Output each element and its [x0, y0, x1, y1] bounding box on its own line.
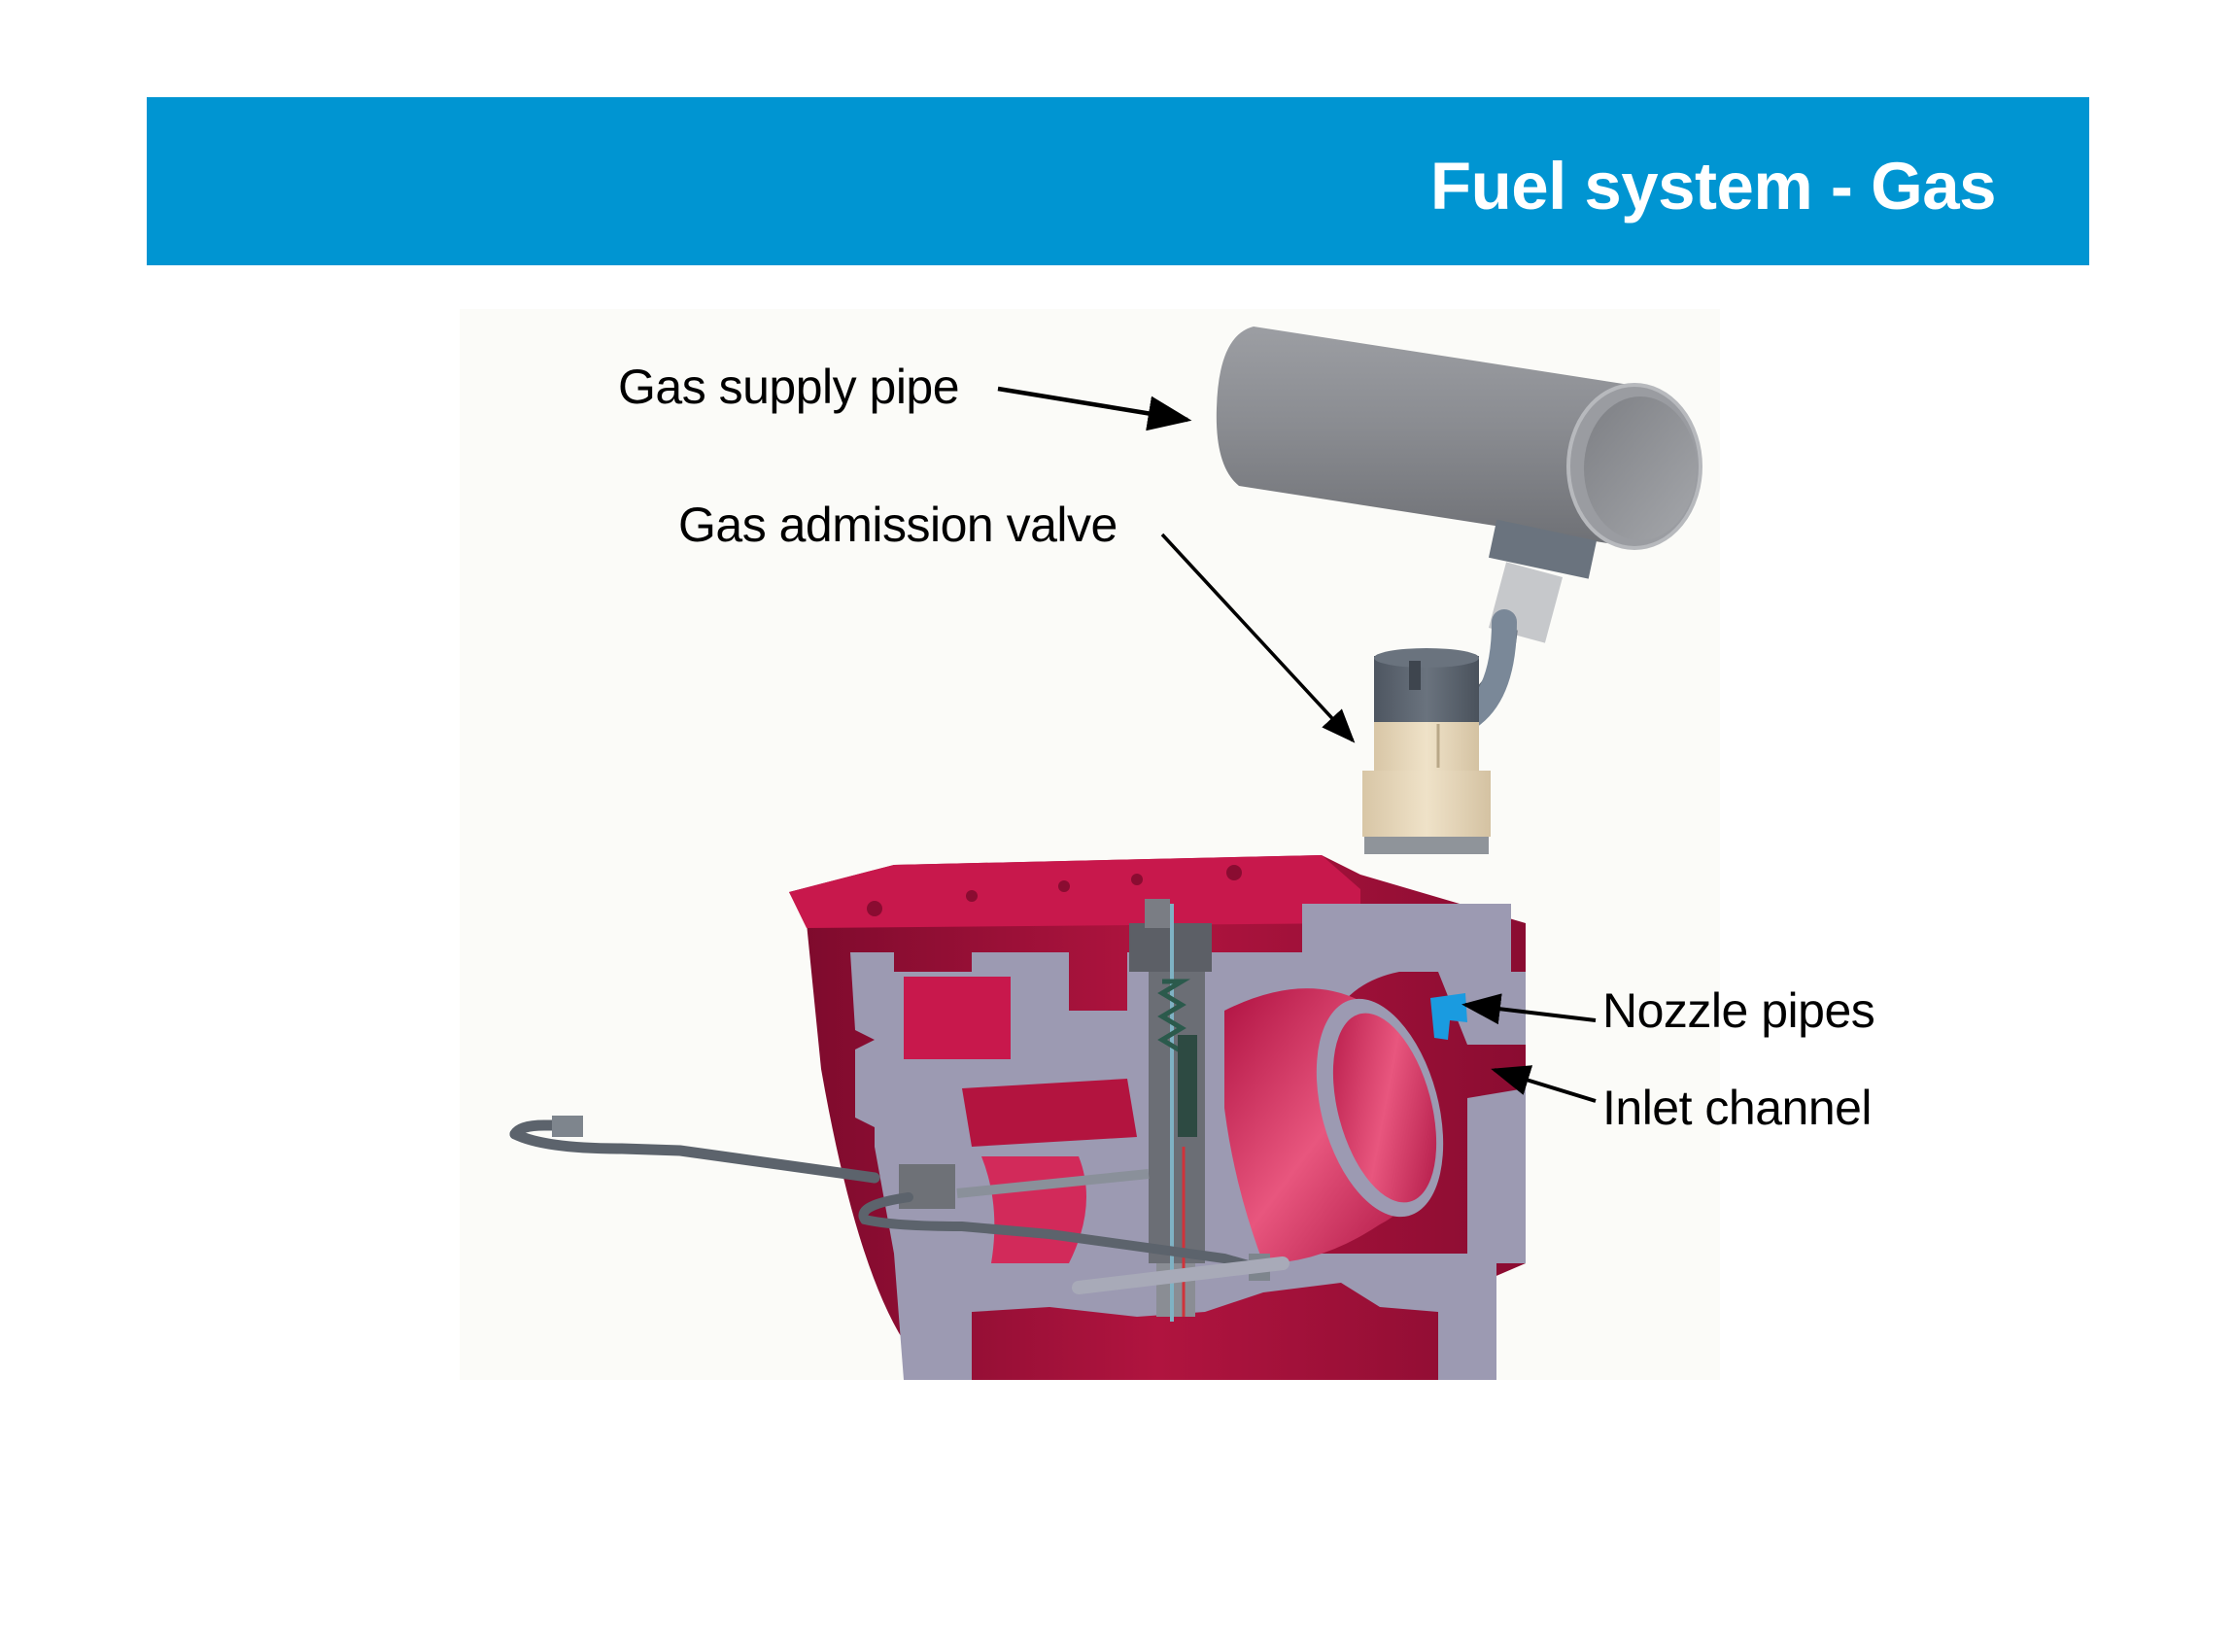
label-gas-admission-valve: Gas admission valve: [678, 498, 1118, 552]
arrow-gas-admission-valve: [1160, 533, 1356, 743]
gas-admission-valve: [1362, 648, 1491, 854]
arrow-inlet-channel: [1491, 1065, 1597, 1103]
gas-supply-pipe: [1216, 327, 1702, 550]
label-gas-supply-pipe: Gas supply pipe: [618, 360, 960, 414]
nozzle-pipes: [1430, 993, 1467, 1040]
injector: [1129, 899, 1212, 1322]
label-nozzle-pipes: Nozzle pipes: [1602, 983, 1875, 1038]
fuel-lines: [509, 1116, 1289, 1294]
slide-title: Fuel system - Gas: [1429, 149, 1997, 224]
arrow-gas-supply-pipe: [997, 386, 1192, 431]
arrow-nozzle-pipes: [1461, 993, 1597, 1025]
title-bar: Fuel system - Gas: [147, 97, 2089, 265]
label-inlet-channel: Inlet channel: [1602, 1081, 1873, 1135]
